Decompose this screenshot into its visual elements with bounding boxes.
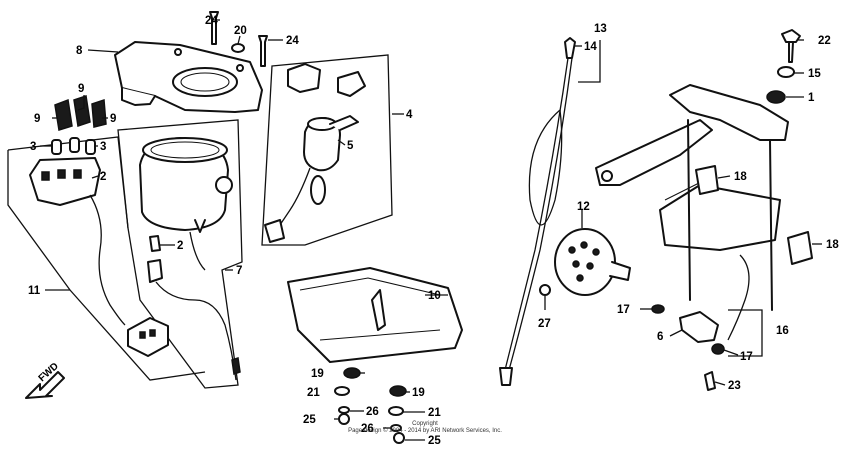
callout-19-b: 19: [412, 387, 425, 399]
callout-26-a: 26: [366, 406, 379, 418]
callout-2-a: 2: [100, 171, 106, 183]
lamp-bulbs-part-9: [54, 95, 107, 131]
top-right-fasteners: [766, 29, 801, 104]
callout-9-c: 9: [110, 113, 116, 125]
bolt-part-25-b: [393, 432, 405, 444]
switch-bracket-part-4: [287, 63, 366, 97]
forward-arrow-icon: FWD: [25, 361, 65, 399]
grommet-part-19-a: [343, 367, 361, 379]
leader-lines: [40, 19, 822, 441]
callout-25-a: 25: [303, 414, 316, 426]
group-outline-4: [261, 54, 393, 246]
collar-part-26-a: [338, 406, 350, 414]
grommet-part-17-a: [651, 304, 665, 314]
clamp-part-6: [679, 311, 719, 343]
meter-bulb-part-2: [149, 235, 161, 252]
callout-22: 22: [818, 35, 831, 47]
callout-7: 7: [236, 265, 242, 277]
callout-10: 10: [428, 290, 441, 302]
callout-17-b: 17: [740, 351, 753, 363]
callout-24-a: 24: [205, 15, 218, 27]
copyright-notice: Copyright Page design © 2004 - 2014 by A…: [348, 421, 502, 434]
bolt-part-22: [781, 29, 801, 43]
bolt-part-25-a: [338, 413, 350, 425]
harness-connector-part-11: [127, 317, 169, 357]
callout-21-a: 21: [307, 387, 320, 399]
callout-20: 20: [234, 25, 247, 37]
ignition-switch-part-5: [264, 115, 359, 243]
bolt-part-27: [539, 284, 551, 296]
battery-tray-part-10: [287, 267, 463, 363]
speedometer-part-7: [139, 137, 241, 381]
callout-26-b: 26: [361, 423, 374, 435]
callout-5: 5: [347, 140, 354, 152]
copyright-line-1: Copyright: [412, 421, 438, 427]
meter-cover-part-8: [114, 41, 263, 113]
washer-part-21-b: [388, 406, 404, 416]
bolt-part-24-b: [258, 35, 268, 67]
callout-23: 23: [728, 380, 741, 392]
callout-9-b: 9: [34, 113, 40, 125]
callout-17-a: 17: [617, 304, 630, 316]
collar-part-20: [231, 43, 245, 53]
callout-13: 13: [594, 23, 607, 35]
callout-6: 6: [657, 331, 663, 343]
speedometer-cable-part-13: [499, 37, 576, 386]
group-outline-7: [117, 119, 243, 389]
cushion-part-18-a: [695, 165, 719, 195]
callout-3-a: 3: [30, 141, 36, 153]
callout-4: 4: [406, 109, 413, 121]
callout-19-a: 19: [311, 368, 324, 380]
callout-24-b: 24: [286, 35, 299, 47]
grommet-part-1: [766, 90, 786, 104]
callout-3-b: 3: [100, 141, 106, 153]
callout-15: 15: [808, 68, 821, 80]
grommet-part-17-b: [711, 343, 725, 355]
grommet-part-19-b: [389, 385, 407, 397]
callout-labels: 24 20 24 8 9 9 9 3 3 2 2 7 11 4 5 10 19 …: [28, 15, 839, 447]
callout-8: 8: [76, 45, 83, 57]
callout-21-b: 21: [428, 407, 441, 419]
callout-9-a: 9: [78, 83, 84, 95]
callout-25-b: 25: [428, 435, 441, 447]
washer-part-21-a: [334, 386, 350, 396]
bolt-part-23: [704, 371, 716, 391]
cushion-part-18-b: [787, 231, 813, 265]
copyright-line-2: Page design © 2004 - 2014 by ARI Network…: [348, 427, 502, 434]
callout-2-b: 2: [177, 240, 183, 252]
callout-14: 14: [584, 41, 597, 53]
mounting-hardware-group: [334, 367, 407, 444]
callout-18-b: 18: [826, 239, 839, 251]
collar-part-15: [777, 66, 795, 78]
callout-16: 16: [776, 325, 789, 337]
meter-stay-bracket: [595, 84, 789, 341]
callout-11: 11: [28, 285, 41, 297]
collar-part-26-b: [390, 424, 402, 432]
callout-18-a: 18: [734, 171, 747, 183]
indicator-block-part-2: [29, 157, 126, 326]
horn-part-12: [554, 228, 631, 296]
clamp-assembly: [651, 304, 725, 391]
sockets-part-3: [51, 137, 96, 155]
callout-1: 1: [808, 92, 815, 104]
callout-12: 12: [577, 201, 590, 213]
callout-27: 27: [538, 318, 551, 330]
